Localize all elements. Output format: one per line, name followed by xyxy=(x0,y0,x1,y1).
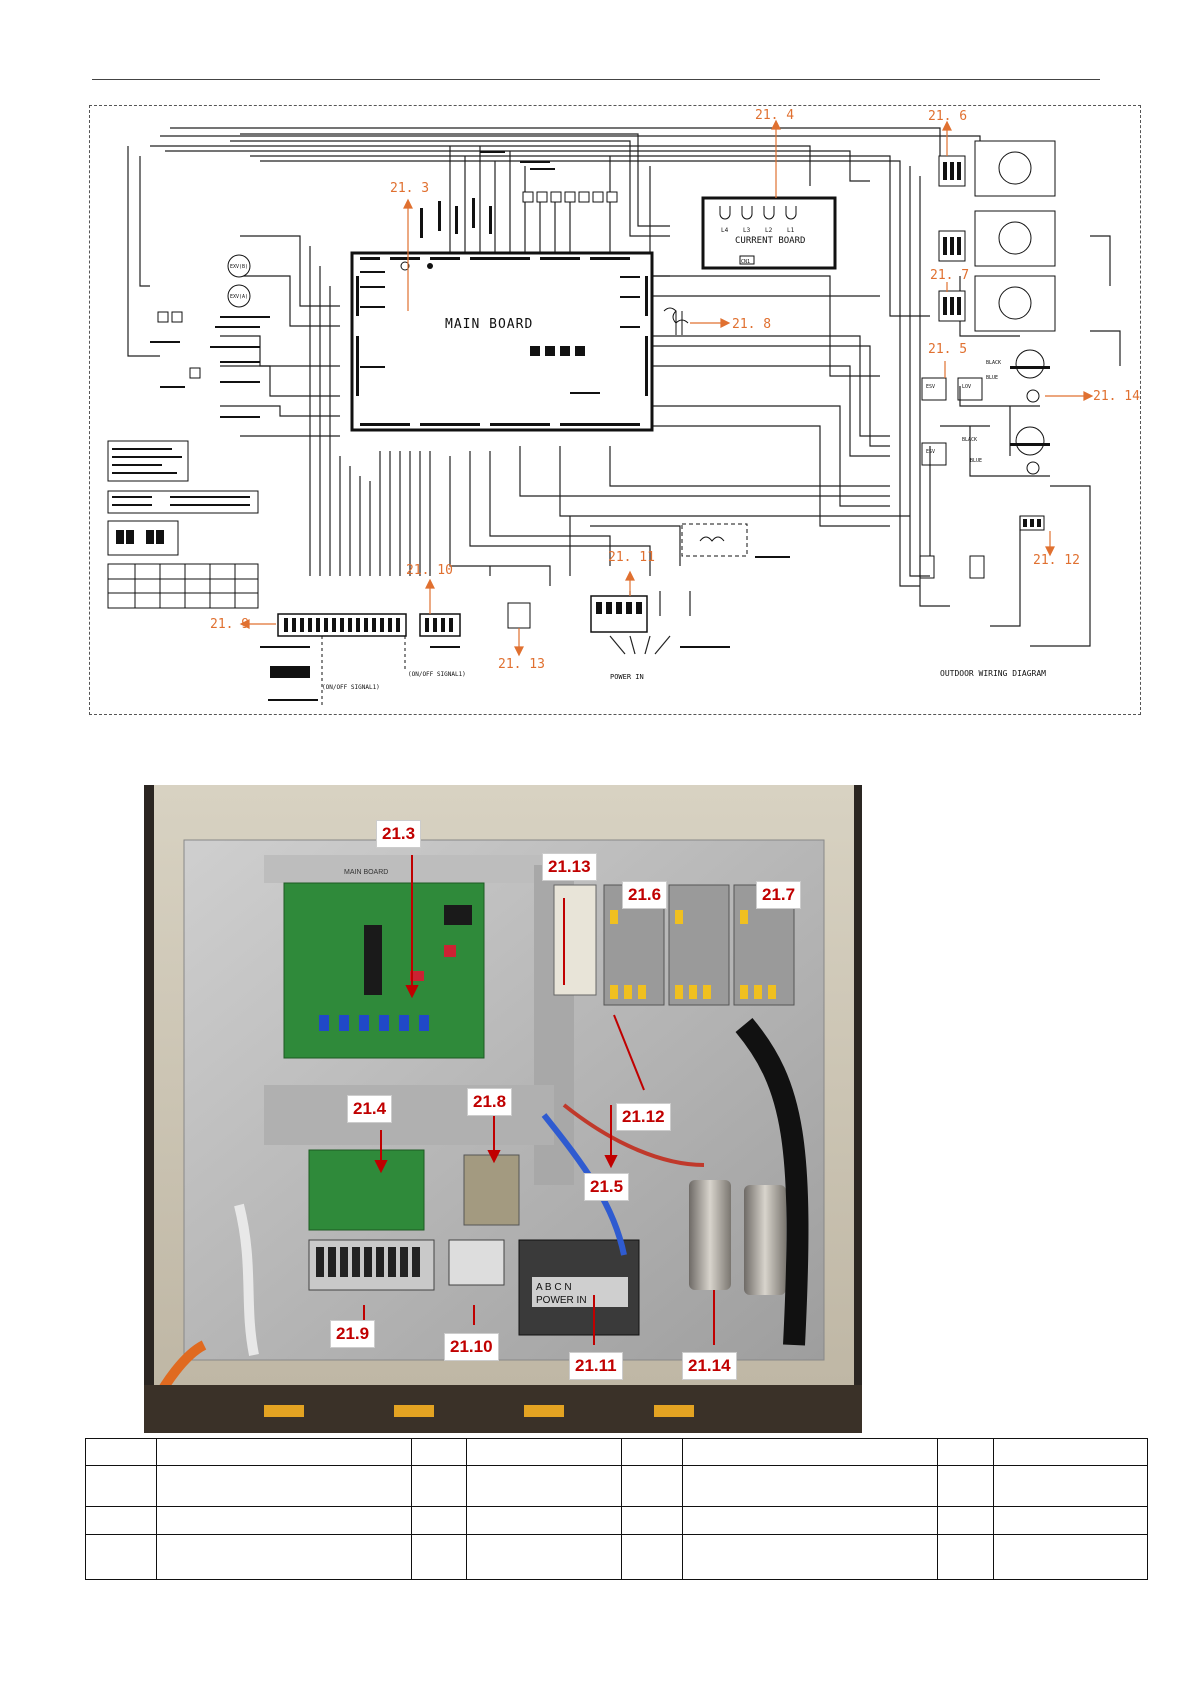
table-cell xyxy=(993,1465,1148,1507)
callout-21-7: 21. 7 xyxy=(930,268,969,283)
diagram-title: OUTDOOR WIRING DIAGRAM xyxy=(940,669,1046,678)
table-cell xyxy=(621,1534,683,1580)
table-cell xyxy=(411,1506,467,1535)
top-rule xyxy=(92,79,1100,80)
table-cell xyxy=(85,1534,157,1580)
table-cell xyxy=(411,1465,467,1507)
wire-blue-2: BLUE xyxy=(970,458,982,464)
callout-21-12: 21. 12 xyxy=(1033,553,1080,568)
main-board-label: MAIN BOARD xyxy=(445,317,533,332)
table-cell xyxy=(937,1465,994,1507)
table-cell xyxy=(621,1465,683,1507)
table-cell xyxy=(682,1438,938,1466)
photo-label-21-6: 21.6 xyxy=(622,881,668,909)
table-cell xyxy=(411,1438,467,1466)
callout-21-8: 21. 8 xyxy=(732,317,771,332)
power-in-text: POWER IN xyxy=(536,1295,587,1306)
relay-esv-2: ESV xyxy=(926,449,935,455)
relay-lov: LOV xyxy=(962,384,971,390)
callout-21-9: 21. 9 xyxy=(210,617,249,632)
wiring-diagram: MAIN BOARD L4 L3 L2 L1 CURRENT BOARD CN1… xyxy=(89,105,1141,715)
current-board-label: CURRENT BOARD xyxy=(735,236,805,246)
table-cell xyxy=(411,1534,467,1580)
table-cell xyxy=(466,1465,622,1507)
photo-label-21-11: 21.11 xyxy=(569,1352,623,1380)
callout-21-6: 21. 6 xyxy=(928,109,967,124)
power-terminal-letters: A B C N xyxy=(536,1282,572,1293)
table-row xyxy=(85,1534,1148,1580)
table-cell xyxy=(85,1506,157,1535)
photo-label-21-3: 21.3 xyxy=(376,820,422,848)
callout-21-13: 21. 13 xyxy=(498,657,545,672)
table-cell xyxy=(156,1438,412,1466)
current-board-port: CN1 xyxy=(741,259,750,265)
table-row xyxy=(85,1506,1148,1535)
table-cell xyxy=(937,1506,994,1535)
table-cell xyxy=(937,1438,994,1466)
table-cell xyxy=(85,1465,157,1507)
photo-label-21-13: 21.13 xyxy=(542,853,597,881)
exv-b-label: EXV(B) xyxy=(230,264,248,270)
legend-table xyxy=(85,1438,1148,1580)
callout-21-14: 21. 14 xyxy=(1093,389,1140,404)
table-cell xyxy=(993,1438,1148,1466)
photo-label-21-9: 21.9 xyxy=(330,1320,376,1348)
relay-esv-1: ESV xyxy=(926,384,935,390)
photo-label-21-14: 21.14 xyxy=(682,1352,737,1380)
onoff-signal-1: (ON/OFF SIGNAL1) xyxy=(322,684,380,691)
power-in-label: POWER IN xyxy=(610,673,644,681)
current-terminal-l3: L3 xyxy=(743,227,751,234)
photo-label-21-10: 21.10 xyxy=(444,1333,499,1361)
photo-label-21-4: 21.4 xyxy=(347,1095,393,1123)
table-cell xyxy=(993,1534,1148,1580)
table-cell xyxy=(682,1506,938,1535)
callout-21-10: 21. 10 xyxy=(406,563,453,578)
table-cell xyxy=(466,1534,622,1580)
table-cell xyxy=(156,1465,412,1507)
table-cell xyxy=(682,1534,938,1580)
table-row xyxy=(85,1465,1148,1507)
table-cell xyxy=(682,1465,938,1507)
wire-black-2: BLACK xyxy=(962,437,977,443)
callout-21-5: 21. 5 xyxy=(928,342,967,357)
table-cell xyxy=(621,1438,683,1466)
table-row xyxy=(85,1438,1148,1466)
exv-a-label: EXV(A) xyxy=(230,294,248,300)
current-terminal-l1: L1 xyxy=(787,227,795,234)
main-board-sticker: MAIN BOARD xyxy=(344,869,388,876)
table-cell xyxy=(466,1506,622,1535)
current-terminal-l4: L4 xyxy=(721,227,729,234)
table-cell xyxy=(621,1506,683,1535)
table-cell xyxy=(85,1438,157,1466)
current-terminal-l2: L2 xyxy=(765,227,773,234)
control-box-photo: MAIN BOARD A B C xyxy=(144,785,862,1433)
callout-21-3: 21. 3 xyxy=(390,181,429,196)
wire-blue-1: BLUE xyxy=(986,375,998,381)
photo-label-21-12: 21.12 xyxy=(616,1103,671,1131)
table-cell xyxy=(993,1506,1148,1535)
table-cell xyxy=(466,1438,622,1466)
table-cell xyxy=(937,1534,994,1580)
callout-21-11: 21. 11 xyxy=(608,550,655,565)
photo-label-21-7: 21.7 xyxy=(756,881,802,909)
table-cell xyxy=(156,1534,412,1580)
wire-black-1: BLACK xyxy=(986,360,1001,366)
photo-label-21-8: 21.8 xyxy=(467,1088,513,1116)
table-cell xyxy=(156,1506,412,1535)
photo-label-21-5: 21.5 xyxy=(584,1173,630,1201)
callout-21-4: 21. 4 xyxy=(755,108,794,123)
onoff-signal-2: (ON/OFF SIGNAL1) xyxy=(408,671,466,678)
